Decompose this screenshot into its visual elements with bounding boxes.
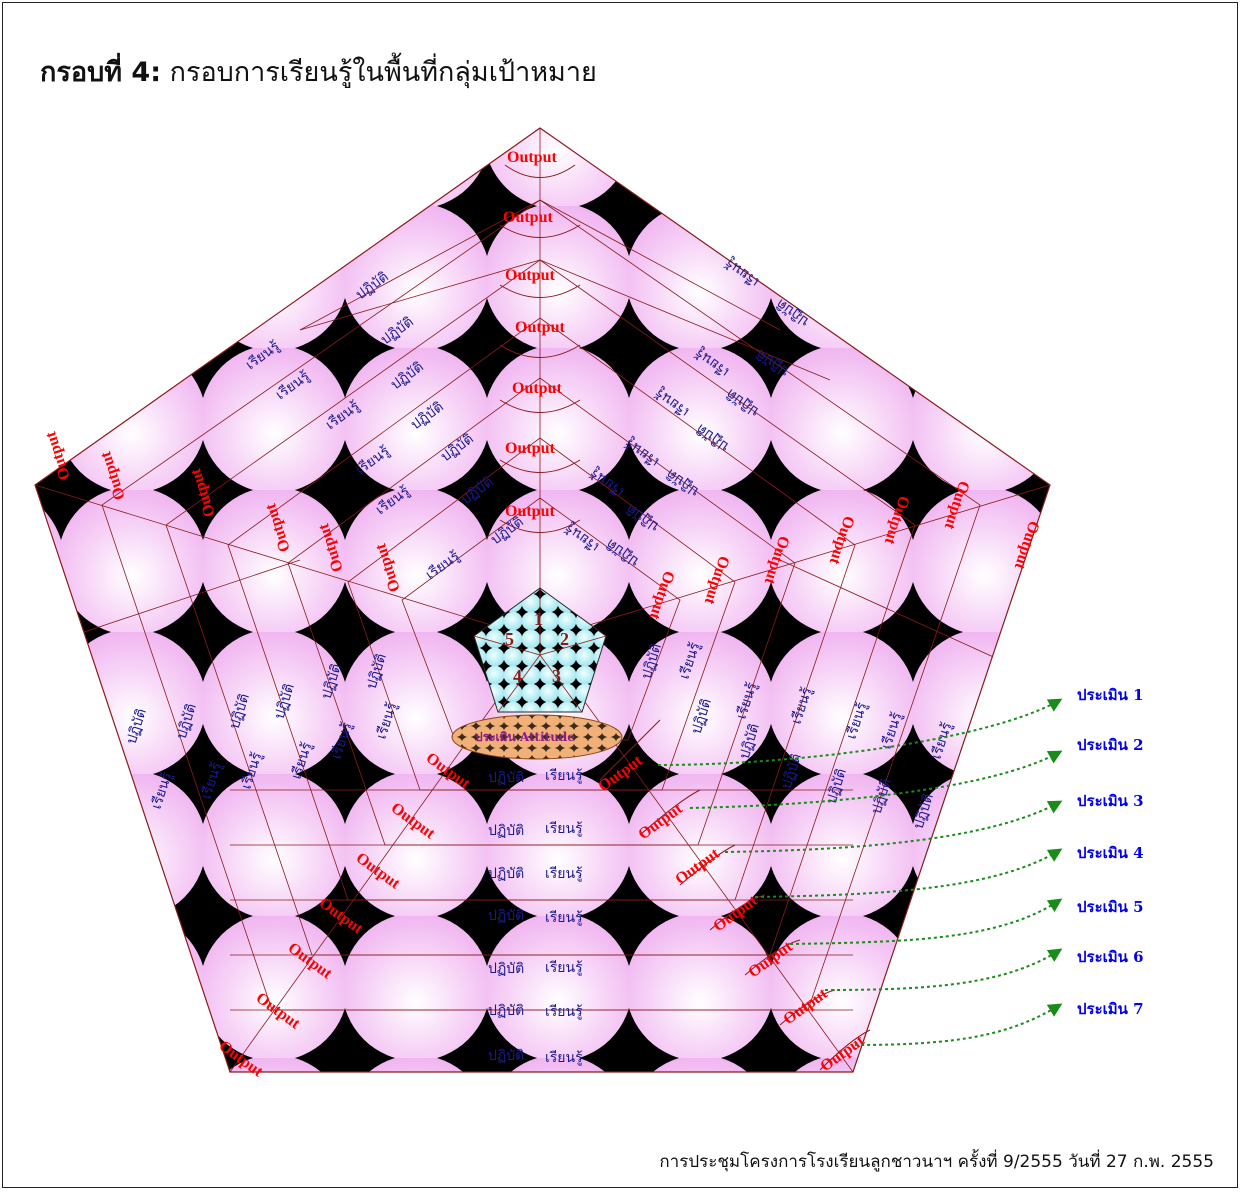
evaluation-arrow: [689, 750, 1063, 809]
practice-label: ปฏิบัติ: [488, 908, 524, 924]
page-title: กรอบที่ 4: กรอบการเรียนรู้ในพื้นที่กลุ่ม…: [40, 50, 597, 93]
bottom-sector-labels: ปฏิบัติ เรียนรู้ ปฏิบัติ เรียนรู้ ปฏิบัต…: [488, 768, 583, 1066]
learn-label: เรียนรู้: [545, 866, 583, 882]
output-label: Output: [505, 503, 555, 520]
attitude-ellipse: ประเมิน Attitude: [451, 714, 623, 760]
practice-label: ปฏิบัติ: [488, 770, 524, 786]
evaluation-label: ประเมิน 1: [1077, 686, 1144, 704]
title-label: กรอบที่ 4:: [40, 57, 161, 88]
center-number: 2: [560, 629, 569, 649]
evaluation-labels: ประเมิน 1 ประเมิน 2 ประเมิน 3 ประเมิน 4 …: [1077, 686, 1144, 1018]
evaluation-arrow: [824, 948, 1063, 991]
title-text: กรอบการเรียนรู้ในพื้นที่กลุ่มเป้าหมาย: [169, 57, 597, 88]
practice-label: ปฏิบัติ: [488, 961, 524, 977]
learn-label: เรียนรู้: [545, 960, 583, 976]
practice-label: ปฏิบัติ: [488, 1048, 524, 1064]
output-label: Output: [505, 440, 555, 457]
evaluation-arrow: [754, 848, 1063, 898]
learn-label: เรียนรู้: [545, 1004, 583, 1020]
evaluation-label: ประเมิน 4: [1077, 844, 1144, 862]
output-arcs: [499, 164, 871, 1071]
center-number: 3: [552, 666, 561, 686]
evaluation-label: ประเมิน 2: [1077, 736, 1144, 754]
center-number: 1: [534, 609, 543, 629]
learn-label: เรียนรู้: [545, 821, 583, 837]
sector-grid-lines: [35, 128, 1050, 1072]
evaluation-label: ประเมิน 7: [1077, 1000, 1144, 1018]
evaluation-arrow: [789, 898, 1063, 945]
output-label: Output: [515, 319, 565, 336]
attitude-label: ประเมิน Attitude: [475, 730, 575, 744]
evaluation-label: ประเมิน 3: [1077, 792, 1144, 810]
evaluation-label: ประเมิน 5: [1077, 898, 1144, 916]
output-label: Output: [505, 267, 555, 284]
side-sector-labels: ปฏิบัติ ปฏิบัติ ปฏิบัติ ปฏิบัติ ปฏิบัติ …: [124, 254, 956, 831]
evaluation-arrow: [724, 800, 1063, 853]
evaluation-arrows: [657, 698, 1063, 1046]
footer-note: การประชุมโครงการโรงเรียนลูกชาวนาฯ ครั้งท…: [659, 1152, 1214, 1172]
evaluation-arrow: [657, 698, 1063, 766]
practice-label: ปฏิบัติ: [488, 823, 524, 839]
output-label: Output: [42, 429, 74, 482]
evaluation-arrow: [854, 1003, 1063, 1046]
output-label: Output: [503, 209, 553, 226]
learn-label: เรียนรู้: [545, 768, 583, 784]
learn-label: เรียนรู้: [545, 1050, 583, 1066]
center-pentagon: 1 2 3 4 5: [473, 587, 607, 713]
practice-label: ปฏิบัติ: [488, 866, 524, 882]
learn-label: เรียนรู้: [545, 910, 583, 926]
output-label: Output: [507, 149, 557, 166]
practice-label: ปฏิบัติ: [488, 1003, 524, 1019]
center-number: 5: [505, 629, 514, 649]
output-label: Output: [512, 380, 562, 397]
center-number: 4: [513, 666, 522, 686]
evaluation-label: ประเมิน 6: [1077, 948, 1144, 966]
